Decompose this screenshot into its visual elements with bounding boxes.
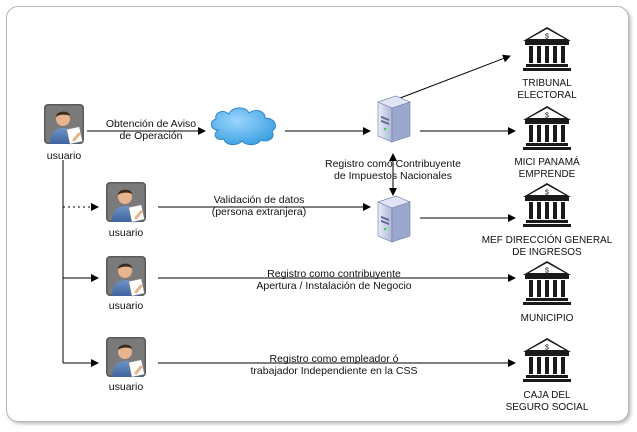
institution-mici: MICI PANAMÁ EMPRENDE — [514, 106, 580, 180]
svg-text:Registro como Contribuyente: Registro como Contribuyente — [325, 158, 461, 170]
svg-text:Apertura / Instalación de Nego: Apertura / Instalación de Negocio — [256, 280, 411, 292]
person-with-document-icon — [104, 254, 148, 298]
svg-text:SEGURO SOCIAL: SEGURO SOCIAL — [506, 402, 589, 413]
svg-text:Registro como empleador ó: Registro como empleador ó — [270, 353, 399, 365]
actor-label: usuario — [109, 227, 144, 239]
flow-arrow-to-tribunal — [394, 54, 511, 101]
svg-text:MICI PANAMÁ: MICI PANAMÁ — [514, 155, 580, 168]
actor-2: usuario — [104, 180, 148, 239]
actor-label: usuario — [109, 381, 144, 393]
svg-text:Obtención de Aviso: Obtención de Aviso — [106, 118, 196, 130]
flow-label-validacion: Validación de datos (persona extranjera) — [212, 194, 307, 218]
person-with-document-icon — [104, 180, 148, 224]
connectors — [62, 54, 516, 367]
svg-text:(persona extranjera): (persona extranjera) — [212, 206, 307, 218]
svg-text:de Impuestos Nacionales: de Impuestos Nacionales — [334, 170, 452, 182]
svg-text:ELECTORAL: ELECTORAL — [517, 90, 577, 101]
person-with-document-icon — [104, 335, 148, 379]
person-with-document-icon — [42, 102, 86, 146]
bank-building-icon — [523, 106, 571, 150]
svg-text:Validación de datos: Validación de datos — [214, 194, 305, 206]
bank-building-icon — [523, 27, 571, 71]
actor-3: usuario — [104, 254, 148, 312]
flow-label-municipio: Registro como contribuyente Apertura / I… — [256, 268, 411, 292]
actor-4: usuario — [104, 335, 148, 393]
svg-text:MUNICIPIO: MUNICIPIO — [521, 313, 574, 324]
server-icon — [377, 195, 411, 243]
flow-label-css: Registro como empleador ó trabajador Ind… — [251, 353, 418, 377]
cloud-icon — [210, 107, 276, 146]
flow-label-aviso: Obtención de Aviso de Operación — [106, 118, 196, 142]
institution-municipio: MUNICIPIO — [521, 261, 574, 324]
svg-text:EMPRENDE: EMPRENDE — [519, 169, 576, 180]
svg-text:de Operación: de Operación — [119, 130, 182, 142]
institution-tribunal: TRIBUNAL ELECTORAL — [517, 27, 577, 101]
institution-css: CAJA DEL SEGURO SOCIAL — [506, 338, 589, 413]
bank-building-icon — [523, 183, 571, 227]
bank-building-icon — [523, 338, 571, 382]
svg-text:DE INGRESOS: DE INGRESOS — [512, 247, 582, 258]
actor-label: usuario — [47, 150, 82, 162]
bank-building-icon — [523, 261, 571, 305]
server-icon — [377, 95, 411, 143]
svg-text:MEF DIRECCIÓN GENERAL: MEF DIRECCIÓN GENERAL — [482, 233, 613, 246]
actor-label: usuario — [109, 300, 144, 312]
svg-text:trabajador Independiente en la: trabajador Independiente en la CSS — [251, 365, 418, 377]
svg-text:CAJA DEL: CAJA DEL — [523, 390, 571, 401]
institution-mef: MEF DIRECCIÓN GENERAL DE INGRESOS — [482, 183, 613, 258]
flow-label-contribuyente: Registro como Contribuyente de Impuestos… — [325, 158, 461, 182]
svg-text:TRIBUNAL: TRIBUNAL — [522, 78, 572, 89]
actor-1: usuario — [42, 102, 86, 162]
svg-text:Registro como contribuyente: Registro como contribuyente — [267, 268, 401, 280]
